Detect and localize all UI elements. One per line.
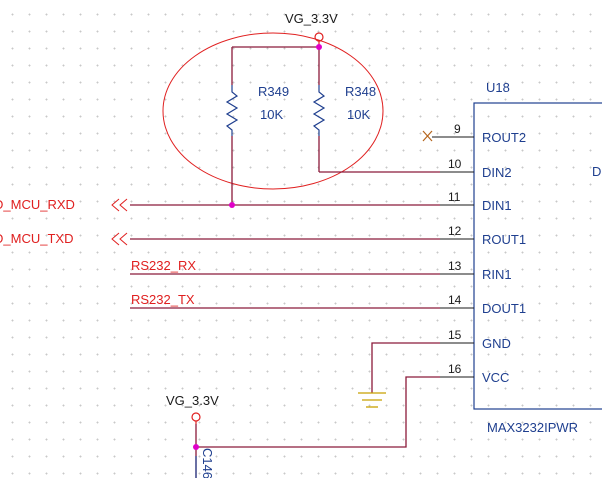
ic-u18: U18 MAX3232IPWR D 9 10 11 12 13 14 15 16… xyxy=(440,80,602,435)
wire-gnd xyxy=(371,342,440,393)
pin-num-11: 11 xyxy=(448,190,461,204)
resistor-r349: R349 10K xyxy=(225,84,289,136)
ic-right-pin-partial: D xyxy=(592,164,601,179)
r349-ref: R349 xyxy=(258,84,289,99)
resistor-r348: R348 10K xyxy=(312,84,376,136)
pin-name-rout2: ROUT2 xyxy=(482,130,526,145)
pin-name-dout1: DOUT1 xyxy=(482,301,526,316)
pullup-wires xyxy=(231,46,440,205)
junction-vcc xyxy=(316,44,322,50)
capacitor-c146: C146 xyxy=(195,448,215,478)
resistor-zigzag-r348 xyxy=(312,85,326,136)
vcc-net xyxy=(195,376,440,478)
pin-num-9: 9 xyxy=(454,122,461,136)
ic-pin-lines xyxy=(440,136,474,378)
pin-num-14: 14 xyxy=(448,293,462,307)
pin-num-13: 13 xyxy=(448,259,462,273)
net-label-mcu-txd: D_MCU_TXD xyxy=(0,231,73,246)
no-connect-stroke-2 xyxy=(422,130,433,142)
net-label-rs232-tx: RS232_TX xyxy=(131,292,195,307)
wire-vcc xyxy=(196,376,440,448)
resistor-zigzag-r349 xyxy=(225,85,239,136)
arrow-rxd-2 xyxy=(119,198,128,212)
pin-name-rout1: ROUT1 xyxy=(482,232,526,247)
arrow-txd-2 xyxy=(119,232,128,246)
pin-name-din1: DIN1 xyxy=(482,198,512,213)
pin-num-10: 10 xyxy=(448,157,462,171)
junction-vcc-cap xyxy=(193,444,199,450)
no-connect-marker xyxy=(422,130,440,142)
ic-part-number: MAX3232IPWR xyxy=(487,420,578,435)
pin-num-15: 15 xyxy=(448,328,462,342)
power-port-circle-bottom xyxy=(191,412,201,422)
power-label-bottom: VG_3.3V xyxy=(166,393,219,408)
pin-num-16: 16 xyxy=(448,362,462,376)
net-label-mcu-rxd: D_MCU_RXD xyxy=(0,197,75,212)
arrow-rxd-1 xyxy=(111,198,120,212)
pin-num-12: 12 xyxy=(448,224,462,238)
signal-wires xyxy=(130,204,440,309)
pin-name-gnd: GND xyxy=(482,336,511,351)
capacitor-ref: C146 xyxy=(200,448,215,478)
pin-name-rin1: RIN1 xyxy=(482,267,512,282)
offsheet-arrow-txd xyxy=(111,232,128,246)
power-port-bottom: VG_3.3V xyxy=(166,393,219,424)
offsheet-arrow-rxd xyxy=(111,198,128,212)
power-port-top: VG_3.3V xyxy=(285,11,338,47)
power-label-top: VG_3.3V xyxy=(285,11,338,26)
ic-ref: U18 xyxy=(486,80,510,95)
r348-value: 10K xyxy=(347,107,370,122)
highlight-ellipse xyxy=(162,32,384,190)
r348-ref: R348 xyxy=(345,84,376,99)
ic-body xyxy=(473,102,602,410)
pin-name-vcc: VCC xyxy=(482,370,509,385)
arrow-txd-1 xyxy=(111,232,120,246)
pin-name-din2: DIN2 xyxy=(482,165,512,180)
gnd-net xyxy=(358,342,440,408)
junction-din1 xyxy=(229,202,235,208)
r349-value: 10K xyxy=(260,107,283,122)
net-label-rs232-rx: RS232_RX xyxy=(131,258,196,273)
